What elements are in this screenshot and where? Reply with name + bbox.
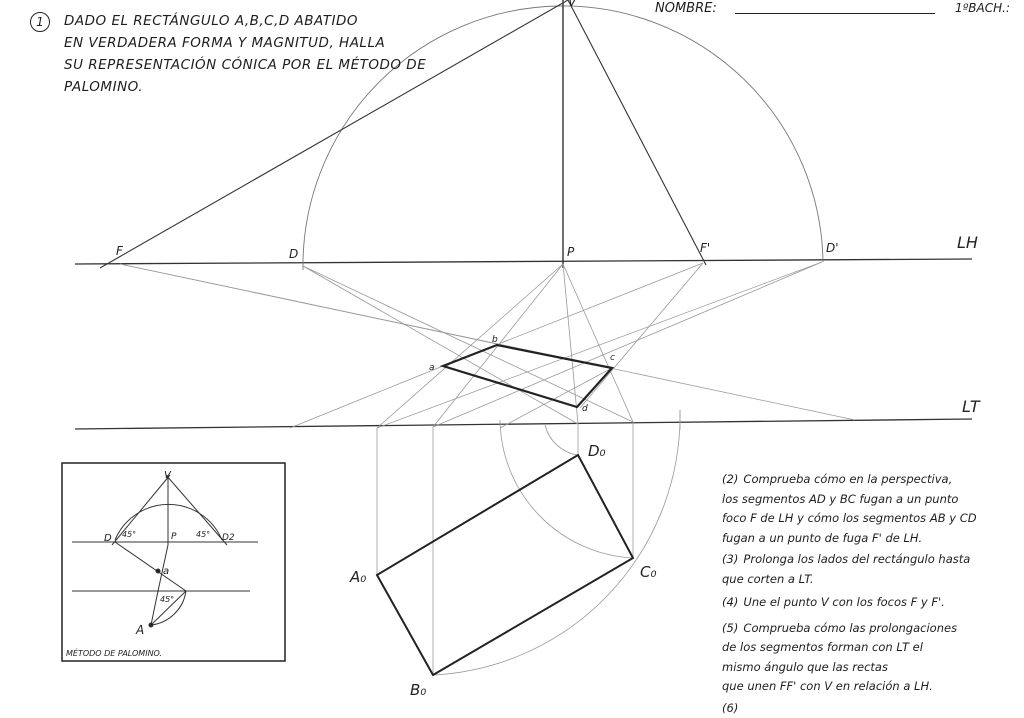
v-fprime-line bbox=[567, 0, 707, 266]
inset-label-v: V bbox=[164, 470, 172, 481]
step-4: (4) Une el punto V con los focos F y F'. bbox=[722, 591, 1022, 611]
course-label: 1ºBACH.: bbox=[955, 1, 1010, 15]
label-lt: LT bbox=[962, 397, 981, 416]
label-a0: A₀ bbox=[349, 568, 366, 586]
inset-label-d2: D2 bbox=[222, 533, 235, 543]
perspective-rectangle bbox=[439, 343, 615, 409]
label-b: b bbox=[492, 335, 498, 345]
statement-line: EN VERDADERA FORMA Y MAGNITUD, HALLA bbox=[64, 35, 386, 51]
step-text: Comprueba cómo las prolongaciones bbox=[743, 620, 958, 635]
statement-line: PALOMINO. bbox=[64, 79, 144, 95]
label-v: V bbox=[568, 0, 577, 9]
inset-label-angle-left: 45° bbox=[122, 530, 136, 539]
label-f: F bbox=[116, 244, 124, 258]
step-number: (3) bbox=[722, 552, 739, 566]
label-p: P bbox=[567, 245, 575, 259]
label-c: c bbox=[610, 353, 615, 363]
step-number: (4) bbox=[722, 595, 739, 609]
ground-line bbox=[74, 418, 973, 430]
inset-diagram bbox=[72, 474, 258, 628]
statement-line: DADO EL RECTÁNGULO A,B,C,D ABATIDO bbox=[64, 13, 359, 29]
label-a: a bbox=[429, 363, 435, 373]
step-text: que corten a LT. bbox=[722, 571, 814, 586]
label-c0: C₀ bbox=[640, 563, 657, 581]
step-text: Comprueba cómo en la perspectiva, bbox=[743, 472, 953, 486]
label-d-small: d bbox=[582, 404, 588, 414]
label-lh: LH bbox=[957, 233, 978, 252]
step-text: de los segmentos forman con LT el bbox=[722, 640, 923, 654]
step-3: (3) Prolonga los lados del rectángulo ha… bbox=[722, 548, 1022, 587]
v-f-line bbox=[99, 0, 569, 269]
step-number: (5) bbox=[722, 620, 739, 635]
inset-label-angle-right: 45° bbox=[196, 530, 210, 539]
exercise-number: 1 bbox=[30, 12, 50, 32]
label-d0: D₀ bbox=[588, 442, 606, 460]
inset-label-p: P bbox=[171, 532, 177, 542]
step-text: foco F de LH y cómo los segmentos AB y C… bbox=[722, 511, 977, 525]
inset-frame bbox=[61, 462, 286, 662]
inset-caption: MÉTODO DE PALOMINO. bbox=[66, 647, 162, 658]
label-fprime: F' bbox=[700, 241, 710, 255]
step-text: fugan a un punto de fuga F' de LH. bbox=[722, 530, 923, 545]
step-text: Une el punto V con los focos F y F'. bbox=[743, 595, 945, 609]
inset-label-d: D bbox=[104, 533, 112, 544]
construction-lines bbox=[119, 261, 856, 676]
true-size-rectangle bbox=[375, 453, 635, 677]
step-5: (5) Comprueba cómo las prolongaciones de… bbox=[722, 617, 1022, 695]
horizon-line bbox=[74, 258, 973, 265]
label-dprime: D' bbox=[826, 241, 839, 255]
step-text: Prolonga los lados del rectángulo hasta bbox=[743, 552, 971, 566]
label-d: D bbox=[289, 247, 298, 261]
inset-label-a-small: a bbox=[163, 566, 169, 577]
step-6: (6) bbox=[722, 697, 1022, 717]
step-text: mismo ángulo que las rectas bbox=[722, 659, 888, 674]
label-b0: B₀ bbox=[410, 681, 426, 699]
statement-line: SU REPRESENTACIÓN CÓNICA POR EL MÉTODO D… bbox=[64, 57, 427, 73]
inset-label-angle-bottom: 45° bbox=[160, 595, 174, 604]
steps-list: (2) Comprueba cómo en la perspectiva, lo… bbox=[722, 468, 1022, 716]
name-label: NOMBRE: bbox=[655, 1, 717, 16]
step-number: (6) bbox=[722, 700, 739, 715]
name-field[interactable] bbox=[735, 13, 935, 14]
step-text: que unen FF' con V en relación a LH. bbox=[722, 679, 933, 693]
step-2: (2) Comprueba cómo en la perspectiva, lo… bbox=[722, 468, 1022, 546]
step-text: los segmentos AD y BC fugan a un punto bbox=[722, 491, 959, 506]
semicircle bbox=[302, 5, 824, 271]
exercise-statement: DADO EL RECTÁNGULO A,B,C,D ABATIDO EN VE… bbox=[64, 10, 426, 98]
inset-label-a: A bbox=[135, 623, 144, 637]
step-number: (2) bbox=[722, 472, 739, 486]
